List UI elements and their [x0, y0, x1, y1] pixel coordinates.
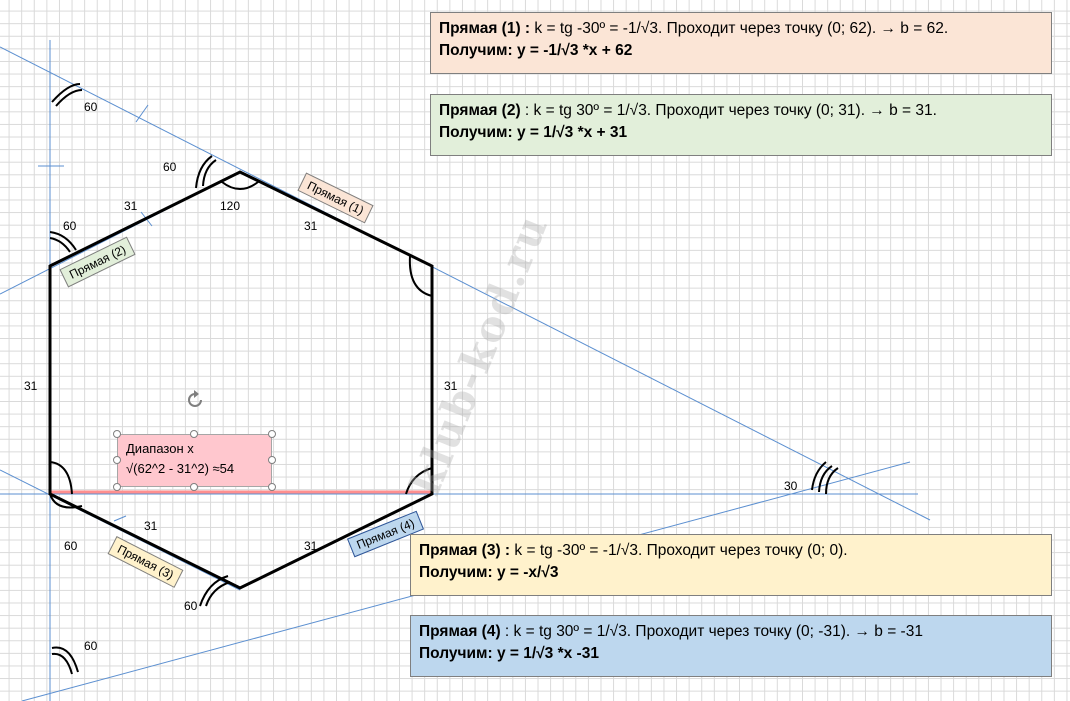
- info-result: Получим: y = 1/√3 *x -31: [419, 645, 599, 662]
- info-box-line-3: Прямая (3) : k = tg -30º = -1/√3. Проход…: [410, 534, 1052, 596]
- arc-30-b: [818, 465, 833, 493]
- arc-60-vertex-a2: [202, 159, 217, 187]
- arc-60-left-top2: [49, 237, 71, 253]
- side-label: 31: [24, 379, 38, 393]
- hexagon: [48, 170, 434, 590]
- rotate-handle-icon[interactable]: [184, 389, 206, 411]
- info-box-line-2: Прямая (2) : k = tg 30º = 1/√3. Проходит…: [430, 94, 1052, 156]
- info-text: : k = tg 30º = 1/√3. Проходит через точк…: [520, 102, 937, 119]
- arc-right-top: [408, 255, 433, 297]
- angle-label: 60: [163, 160, 177, 174]
- info-text: k = tg -30º = -1/√3. Проходит через точк…: [530, 20, 949, 37]
- info-title: Прямая (3) :: [419, 542, 511, 559]
- resize-handle[interactable]: [113, 483, 121, 491]
- info-result: Получим: y = -1/√3 *x + 62: [439, 42, 633, 59]
- info-result: Получим: y = 1/√3 *x + 31: [439, 124, 628, 141]
- range-line-1: Диапазон х: [126, 441, 194, 456]
- angle-label: 60: [63, 219, 77, 233]
- angle-label: 60: [184, 599, 198, 613]
- info-title: Прямая (1) :: [439, 20, 531, 37]
- arc-60-bottom-outer: [51, 646, 79, 673]
- side-label: 31: [144, 519, 158, 533]
- arc-left-bottom: [49, 461, 73, 495]
- resize-handle[interactable]: [268, 483, 276, 491]
- info-box-line-1: Прямая (1) : k = tg -30º = -1/√3. Проход…: [430, 12, 1052, 74]
- line-1: [0, 46, 931, 521]
- angle-label: 30: [784, 479, 798, 493]
- side-label: 31: [124, 199, 138, 213]
- line-1-tick: [135, 104, 149, 123]
- angle-label: 120: [220, 199, 241, 213]
- arc-60-bottom-outer2: [51, 652, 73, 675]
- arc-120: [221, 181, 259, 190]
- angle-label: 60: [84, 100, 98, 114]
- resize-handle[interactable]: [113, 456, 121, 464]
- info-title: Прямая (2): [439, 102, 521, 119]
- arc-60-vertex-a: [195, 155, 213, 189]
- angle-label: 60: [84, 639, 98, 653]
- arc-30-a: [811, 461, 827, 491]
- angle-label: 60: [64, 539, 78, 553]
- arc-right-bottom: [405, 467, 433, 495]
- arc-60-left-top: [49, 231, 77, 251]
- arc-60-bottom2: [205, 581, 231, 607]
- resize-handle[interactable]: [190, 483, 198, 491]
- range-box[interactable]: Диапазон х √(62^2 - 31^2) ≈54: [117, 434, 272, 487]
- resize-handle[interactable]: [268, 430, 276, 438]
- line-3-tick: [113, 515, 127, 522]
- arc-60-top-outer: [51, 83, 81, 103]
- arc-60-top-outer2: [55, 89, 83, 107]
- resize-handle[interactable]: [113, 430, 121, 438]
- range-line-2: √(62^2 - 31^2) ≈54: [126, 461, 235, 476]
- info-text: k = tg -30º = -1/√3. Проходит через точк…: [510, 542, 848, 559]
- resize-handle[interactable]: [268, 456, 276, 464]
- side-label: 31: [304, 219, 318, 233]
- info-title: Прямая (4): [419, 623, 501, 640]
- side-label: 31: [444, 379, 458, 393]
- arc-60-bottom: [199, 575, 229, 607]
- side-label: 31: [304, 539, 318, 553]
- arc-30-c: [825, 467, 839, 495]
- arc-bottom-left: [49, 493, 83, 509]
- resize-handle[interactable]: [190, 430, 198, 438]
- info-text: : k = tg 30º = 1/√3. Проходит через точк…: [500, 623, 923, 640]
- info-box-line-4: Прямая (4) : k = tg 30º = 1/√3. Проходит…: [410, 615, 1052, 677]
- info-result: Получим: y = -x/√3: [419, 564, 559, 581]
